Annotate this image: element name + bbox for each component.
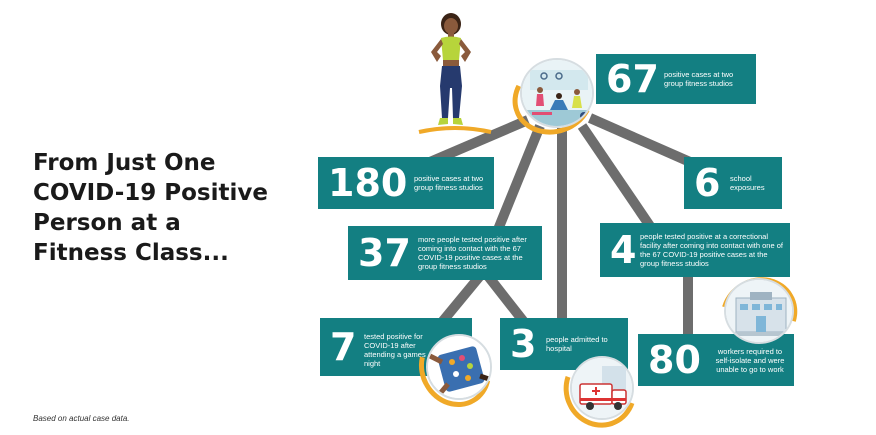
title-line-4: Fitness Class... [33, 240, 229, 266]
board-game-scene [428, 336, 490, 398]
stat-description: more people tested positive after coming… [418, 235, 527, 271]
stat-number: 180 [328, 161, 408, 205]
stat-number: 6 [694, 161, 721, 205]
ambulance-scene [572, 358, 632, 418]
connector-to-7 [438, 272, 484, 326]
stat-description: tested positive for COVID-19 after atten… [364, 332, 426, 368]
stat-box-67: 67 positive cases at two group fitness s… [596, 54, 756, 104]
connector-to-6 [587, 113, 693, 167]
title-line-1: From Just One [33, 150, 216, 176]
stat-number: 37 [358, 231, 411, 275]
stat-box-180: 180 positive cases at two group fitness … [318, 157, 494, 209]
standing-woman-illustration [418, 13, 492, 134]
stat-number: 7 [330, 325, 357, 369]
stat-description: positive cases at two group fitness stud… [664, 70, 734, 88]
stat-box-4: 4 people tested positive at a correction… [600, 223, 790, 277]
footnote: Based on actual case data. [33, 414, 130, 423]
stat-box-80: 80 workers required to self-isolate and … [638, 334, 794, 386]
stat-description: positive cases at two group fitness stud… [414, 174, 484, 192]
office-building-icon [724, 278, 794, 344]
fitness-scene [522, 60, 592, 126]
stat-description: people admitted to hospital [546, 335, 608, 353]
page-title: From Just One COVID-19 Positive Person a… [33, 148, 293, 268]
stat-number: 80 [648, 338, 701, 382]
building-scene [726, 280, 792, 342]
ambulance-icon [570, 356, 634, 420]
title-line-3: Person at a [33, 210, 181, 236]
stat-description: workers required to self-isolate and wer… [715, 346, 785, 374]
stat-description: school exposures [730, 174, 765, 192]
stat-description: people tested positive at a correctional… [640, 232, 783, 268]
connector-to-4 [577, 123, 655, 229]
stat-box-37: 37 more people tested positive after com… [348, 226, 542, 280]
stat-number: 3 [510, 322, 537, 366]
board-game-icon [426, 334, 492, 400]
stat-box-6: 6 school exposures [684, 157, 782, 209]
stat-number: 4 [610, 228, 637, 272]
title-line-2: COVID-19 Positive [33, 180, 268, 206]
stat-number: 67 [606, 57, 659, 101]
connector-to-180 [428, 115, 530, 167]
connector-to-3-from-37 [484, 272, 528, 326]
fitness-class-icon [520, 58, 594, 128]
connector-to-37 [492, 124, 545, 234]
